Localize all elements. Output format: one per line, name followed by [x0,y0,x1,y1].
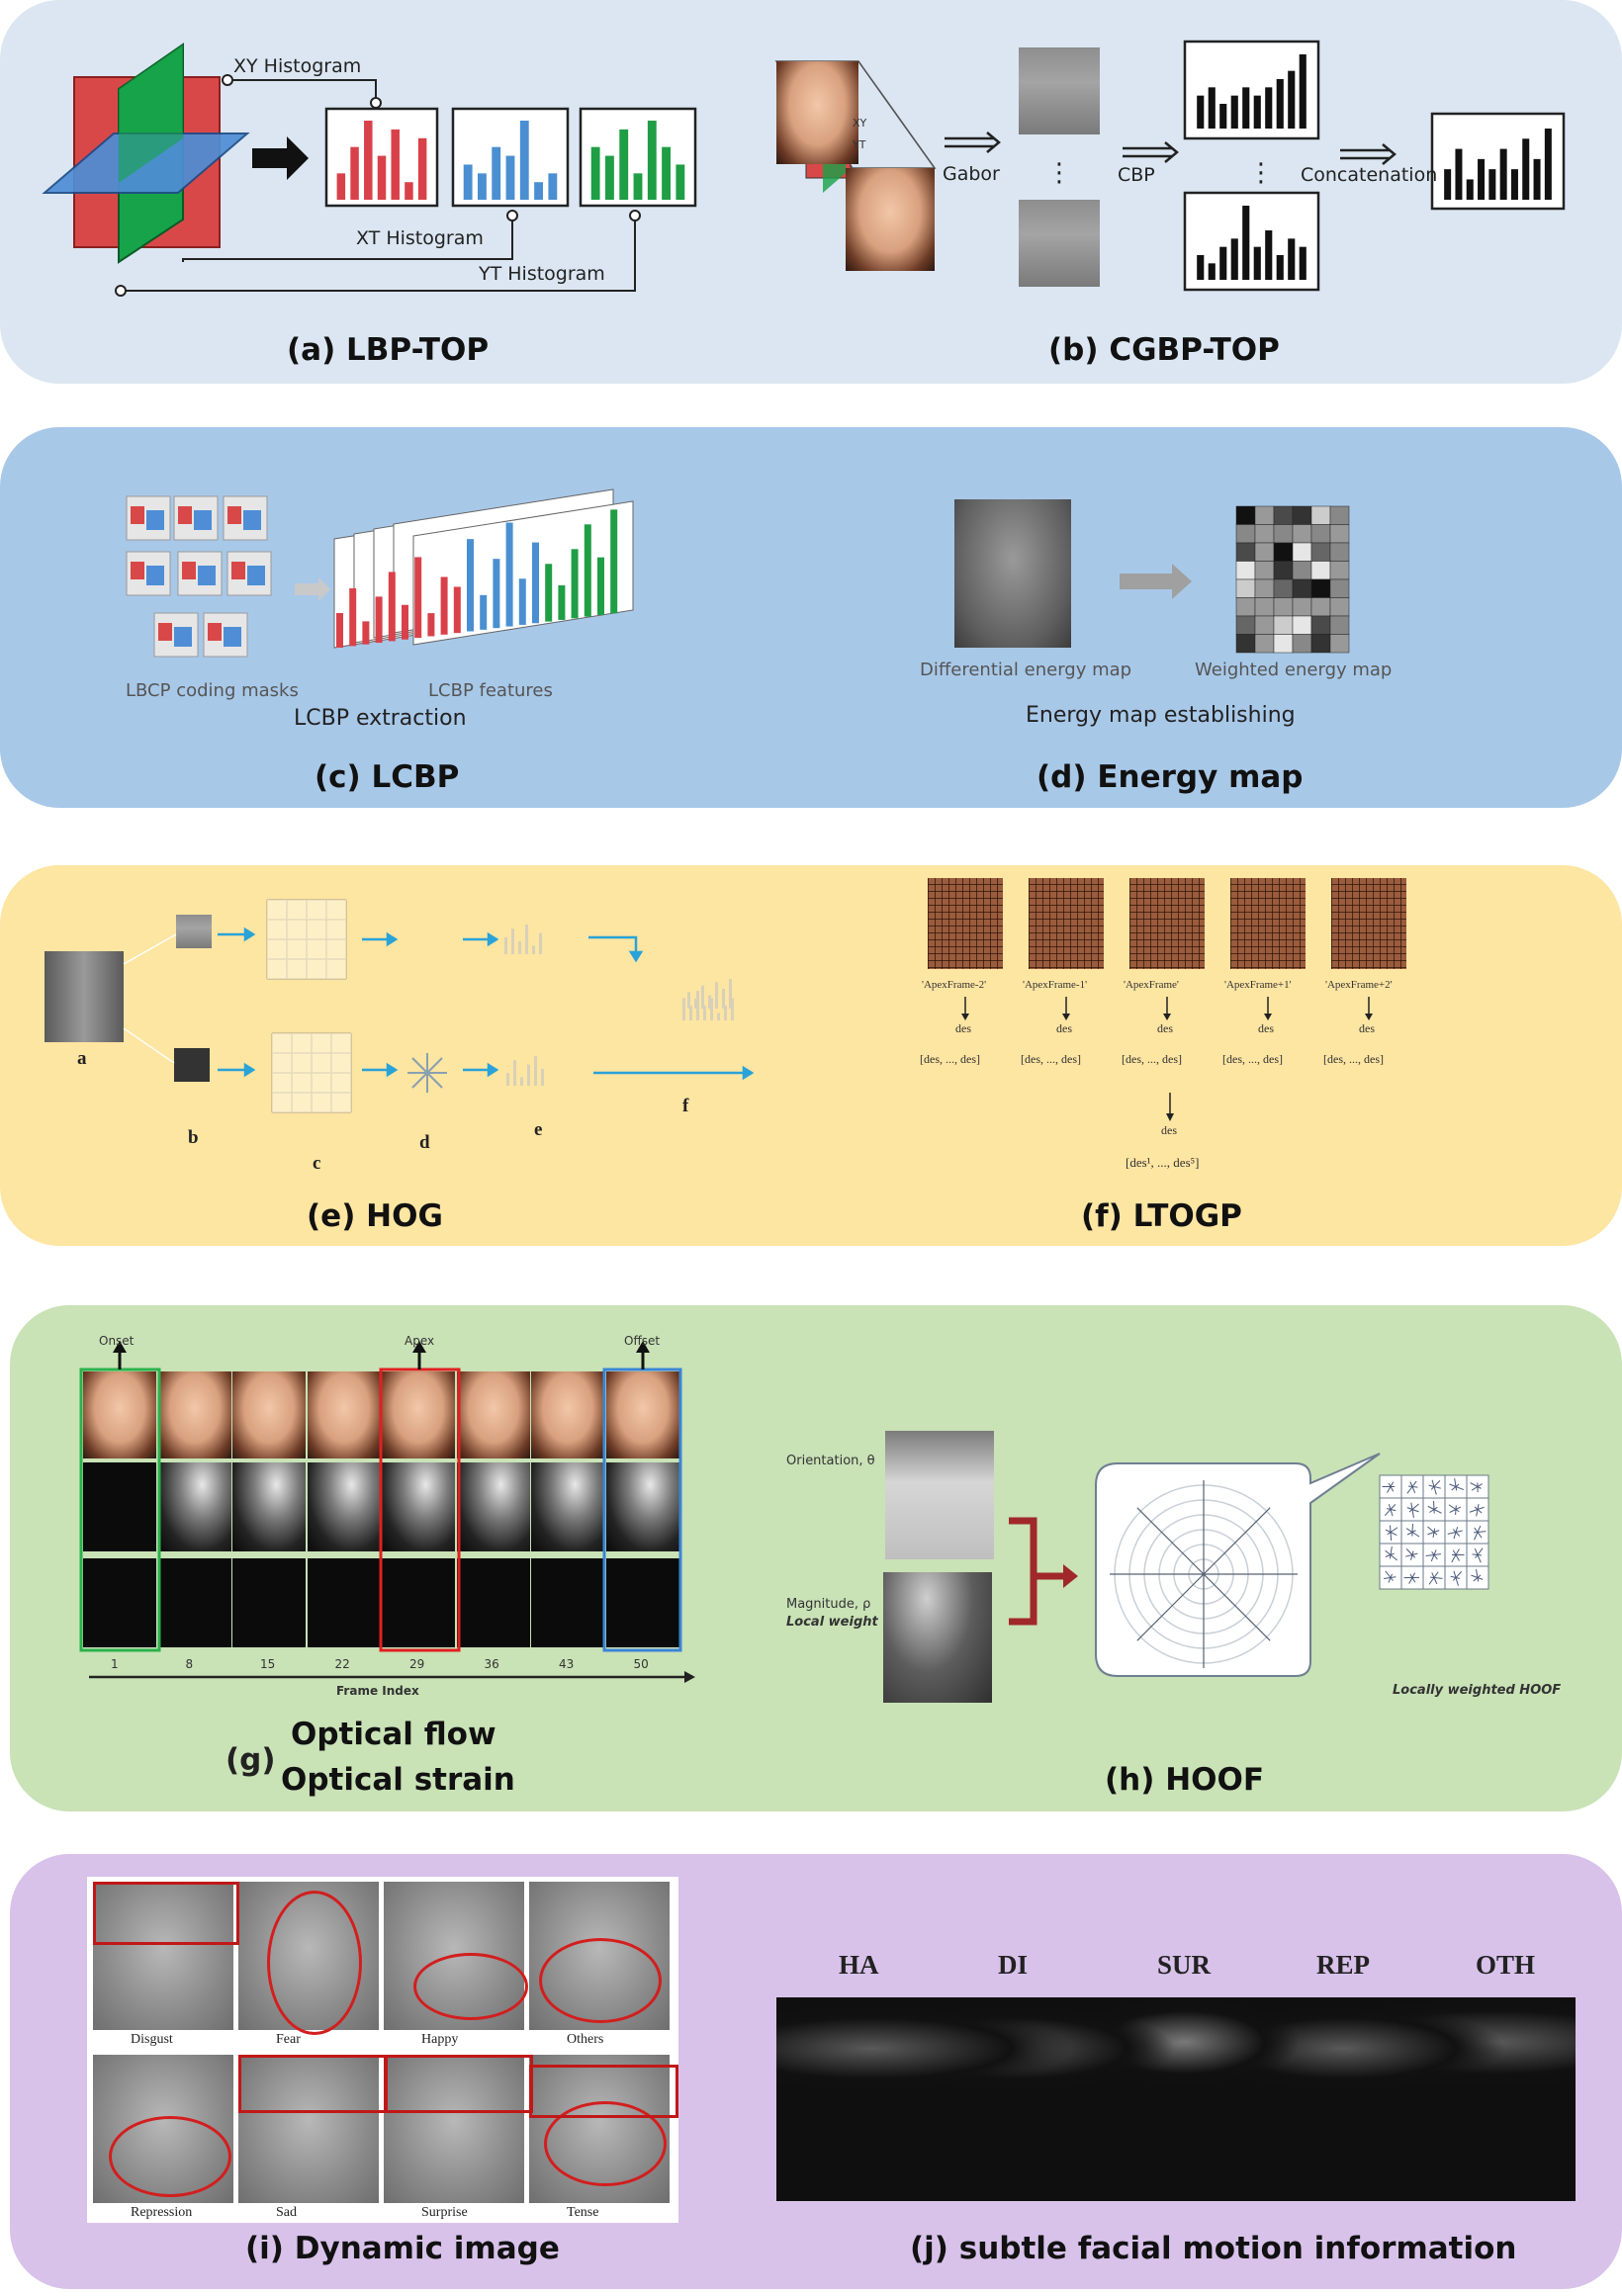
hoof-grid [1380,1475,1488,1589]
frame-number: 43 [559,1657,574,1671]
caption-hoof: (h) HOOF [1105,1762,1264,1798]
emotion-label: Fear [276,2032,301,2048]
polar-plot [1096,1454,1380,1676]
merge-bracket [1009,1521,1066,1622]
frame-number: 36 [485,1657,499,1671]
magnitude-map [883,1572,992,1703]
emotion-label: Happy [421,2032,458,2048]
highlight-ellipse [539,1938,662,2023]
frame-number: 29 [409,1657,424,1671]
highlight-ellipse [267,1891,362,2035]
highlight-box [384,2055,533,2113]
highlight-box [238,2055,388,2113]
frame-number: 22 [335,1657,350,1671]
marker-arrows [113,1341,650,1369]
caption-dynamic-image: (i) Dynamic image [245,2231,560,2266]
hoof-label: Locally weighted HOOF [1393,1683,1561,1698]
apex-label: Apex [405,1334,434,1348]
g-letter: (g) [225,1742,276,1778]
emotion-label: Disgust [131,2032,173,2048]
emotion-label: Surprise [421,2205,468,2221]
frame-number: 15 [260,1657,275,1671]
motion-strip [776,1997,1576,2201]
frame-index-axis [89,1671,695,1683]
motion-emotion-label: OTH [1476,1950,1535,1981]
frame-number: 1 [111,1657,119,1671]
motion-emotion-label: DI [998,1950,1028,1981]
optical-strain-label: Optical strain [281,1762,515,1798]
motion-emotion-label: SUR [1157,1950,1211,1981]
magnitude-label: Magnitude, ρ [786,1597,870,1612]
emotion-label: Sad [276,2205,297,2221]
emotion-label: Others [567,2032,603,2048]
motion-emotion-label: REP [1316,1950,1370,1981]
orientation-label: Orientation, θ [786,1454,875,1468]
emotion-label: Tense [567,2205,598,2221]
highlight-ellipse [109,2116,231,2197]
onset-label: Onset [99,1334,134,1348]
local-weight-label: Local weight [786,1615,878,1630]
offset-label: Offset [624,1334,660,1348]
highlight-ellipse [413,1953,528,2020]
frame-index-label: Frame Index [336,1684,419,1698]
highlight-box [529,2065,678,2118]
frame-number: 8 [186,1657,194,1671]
orientation-map [885,1431,994,1559]
emotion-label: Repression [131,2205,192,2221]
motion-emotion-label: HA [839,1950,879,1981]
optical-flow-label: Optical flow [291,1717,496,1752]
caption-subtle-motion: (j) subtle facial motion information [910,2231,1516,2266]
frame-number: 50 [634,1657,649,1671]
frame-highlights [81,1369,680,1650]
highlight-box [93,1882,239,1945]
